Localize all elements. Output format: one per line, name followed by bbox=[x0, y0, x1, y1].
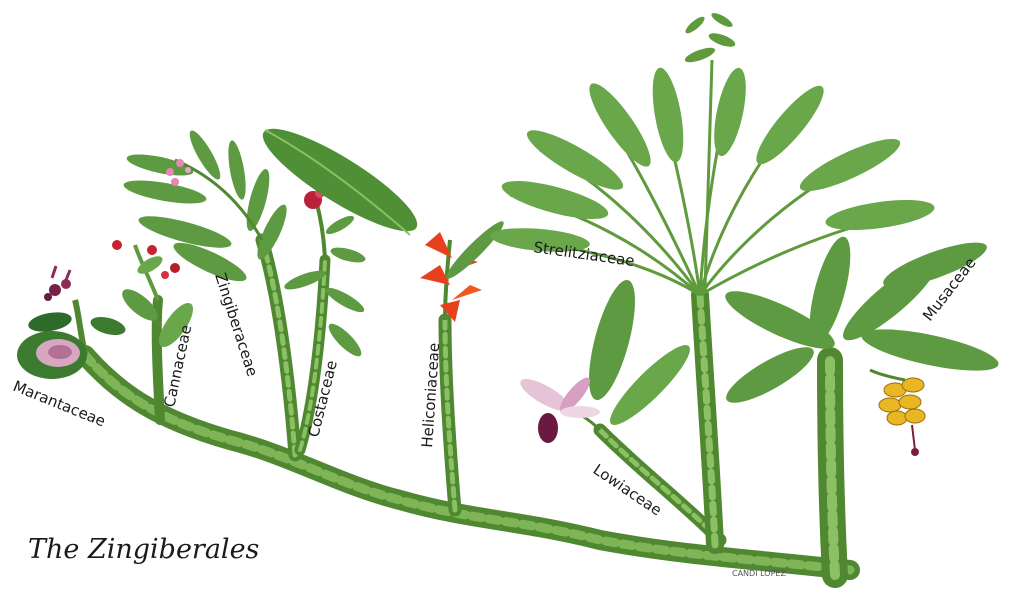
label-heliconiaceae: Heliconiaceae bbox=[418, 342, 443, 448]
label-zingiberaceae: Zingiberaceae bbox=[211, 271, 261, 379]
label-marantaceae: Marantaceae bbox=[11, 377, 109, 430]
label-lowiaceae: Lowiaceae bbox=[590, 460, 665, 519]
figure-title: The Zingiberales bbox=[28, 534, 259, 565]
lowiaceae-plant bbox=[516, 276, 698, 443]
artist-signature: CANDI LOPEZ bbox=[732, 569, 786, 578]
marantaceae-plant bbox=[17, 266, 127, 379]
